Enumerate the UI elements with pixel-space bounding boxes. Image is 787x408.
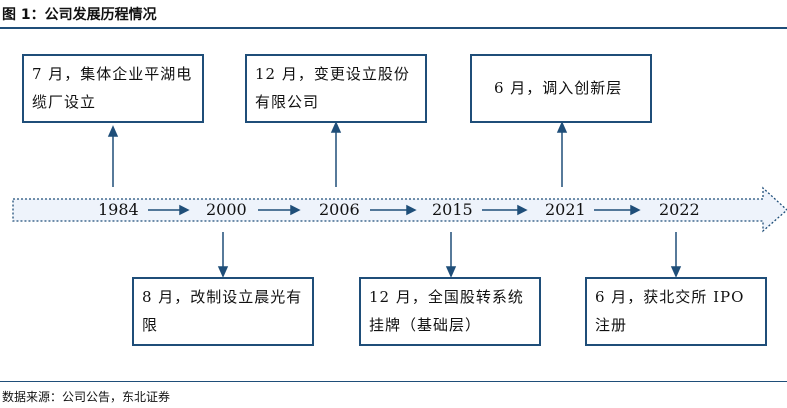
year-label: 2022 — [659, 200, 700, 219]
event-box-2015: 12 月，全国股转系统挂牌（基础层） — [359, 277, 541, 346]
year-label: 2000 — [206, 200, 247, 219]
year-arrowhead-3 — [406, 204, 417, 216]
connector-arrowhead-2021 — [556, 121, 568, 133]
event-box-1984: 7 月，集体企业平湖电缆厂设立 — [22, 54, 204, 123]
event-box-2006: 12 月，变更设立股份有限公司 — [245, 54, 427, 123]
year-label: 1984 — [98, 200, 139, 219]
connector-arrowhead-1984 — [107, 125, 119, 137]
connector-arrowhead-2015 — [445, 266, 457, 278]
connector-arrowhead-2000 — [217, 266, 229, 278]
event-box-2000: 8 月，改制设立晨光有限 — [132, 277, 314, 346]
year-label: 2006 — [319, 200, 360, 219]
year-label: 2015 — [432, 200, 473, 219]
source-rule — [0, 381, 787, 382]
year-arrowhead-5 — [630, 204, 641, 216]
connector-arrowhead-2022 — [670, 266, 682, 278]
event-box-2022: 6 月，获北交所 IPO 注册 — [585, 277, 767, 346]
figure-title: 图 1：公司发展历程情况 — [2, 7, 157, 23]
year-arrowhead-2 — [290, 204, 301, 216]
event-box-2021: 6 月，调入创新层 — [470, 54, 652, 123]
connector-arrowhead-2006 — [330, 121, 342, 133]
year-arrowhead-4 — [517, 204, 528, 216]
year-arrowhead-1 — [179, 204, 190, 216]
title-rule — [0, 27, 787, 29]
source-note: 数据来源：公司公告，东北证券 — [2, 390, 171, 404]
year-label: 2021 — [545, 200, 586, 219]
